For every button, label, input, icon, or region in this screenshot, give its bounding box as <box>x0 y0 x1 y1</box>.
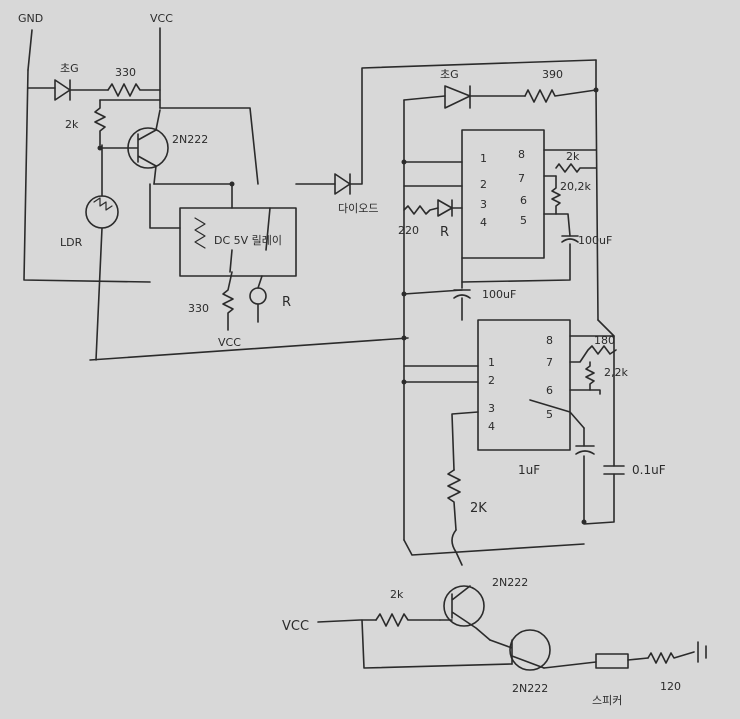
ic1-pin-6: 6 <box>520 194 527 207</box>
res-180-label: 180 <box>594 334 615 347</box>
led-red-1-label: R <box>440 225 449 240</box>
ic1-pin-4: 4 <box>480 216 487 229</box>
ldr-icon <box>85 195 119 229</box>
relay-box <box>179 207 297 277</box>
ic1-pin-3: 3 <box>480 198 487 211</box>
res-2k-2-label: 2k <box>566 150 580 163</box>
ic2-pin-8: 8 <box>546 334 553 347</box>
ic1-pin-7: 7 <box>518 172 525 185</box>
ic2-pin-4: 4 <box>488 420 495 433</box>
ic2-pin-7: 7 <box>546 356 553 369</box>
led-green-2-icon <box>444 85 471 109</box>
ic-1-circuit: 초G 390 1 2 3 4 8 7 6 5 2k 20,2k 100uF 22… <box>398 59 612 541</box>
ic2-pin-6: 6 <box>546 384 553 397</box>
led-green-2-label: 초G <box>440 68 459 81</box>
resistor-2k-4-icon <box>375 613 441 627</box>
relay-label: DC 5V 릴레이 <box>214 234 282 247</box>
resistor-330-icon <box>107 83 161 97</box>
res-2k-4-label: 2k <box>390 588 404 601</box>
led-green-1-icon <box>54 79 71 101</box>
transistor-1-label: 2N222 <box>172 133 208 146</box>
led-green-1-label: 초G <box>60 62 79 75</box>
junction-dots <box>97 87 599 525</box>
led-red-2-label: R <box>282 295 291 310</box>
res-330-b-label: 330 <box>188 302 209 315</box>
left-circuit: GND VCC 초G 330 2k 2N222 LDR DC 5V 릴레이 <box>18 12 597 361</box>
res-2k-1-label: 2k <box>65 118 79 131</box>
cap-1uf-label: 1uF <box>518 463 540 477</box>
ic2-pin-3: 3 <box>488 402 495 415</box>
transistor-2-label: 2N222 <box>492 576 528 589</box>
ldr-label: LDR <box>60 236 83 249</box>
output-stage: VCC 2k 2N222 2N222 스피커 120 <box>282 576 707 707</box>
res-2-2k-label: 2,2k <box>604 366 628 379</box>
ic1-pin-8: 8 <box>518 148 525 161</box>
ic-2-circuit: 1 2 3 4 8 7 6 5 180 2,2k 1uF 0.1uF 2K <box>403 319 666 566</box>
transistor-2-icon <box>443 585 485 627</box>
ic2-pin-5: 5 <box>546 408 553 421</box>
res-20-2k-label: 20,2k <box>560 180 591 193</box>
transistor-3-label: 2N222 <box>512 682 548 695</box>
ic1-pin-1: 1 <box>480 152 487 165</box>
diode-icon <box>334 173 351 195</box>
cap-100uf-2-label: 100uF <box>482 288 516 301</box>
ic2-pin-2: 2 <box>488 374 495 387</box>
ic2-pin-1: 1 <box>488 356 495 369</box>
led-red-1-icon <box>437 199 453 217</box>
transistor-3-icon <box>509 629 551 671</box>
diode-label: 다이오드 <box>338 202 378 215</box>
cap-0-1uf-label: 0.1uF <box>632 463 666 477</box>
res-220-label: 220 <box>398 224 419 237</box>
res-330-label: 330 <box>115 66 136 79</box>
led-red-2-icon <box>249 287 267 305</box>
res-2k-3-label: 2K <box>470 501 487 516</box>
vcc-relay-label: VCC <box>218 336 241 349</box>
speaker-label: 스피커 <box>592 694 622 707</box>
resistor-120-icon <box>647 651 695 664</box>
gnd-label: GND <box>18 12 43 25</box>
ic-1-box <box>461 129 545 259</box>
res-390-label: 390 <box>542 68 563 81</box>
speaker-icon <box>595 653 629 669</box>
ic-2-box <box>477 319 571 451</box>
resistor-390-icon <box>524 89 597 103</box>
cap-100uf-1-label: 100uF <box>578 234 612 247</box>
ic1-pin-2: 2 <box>480 178 487 191</box>
vcc-top-label: VCC <box>150 12 173 25</box>
res-120-label: 120 <box>660 680 681 693</box>
vcc-input-label: VCC <box>282 619 309 634</box>
ic1-pin-5: 5 <box>520 214 527 227</box>
